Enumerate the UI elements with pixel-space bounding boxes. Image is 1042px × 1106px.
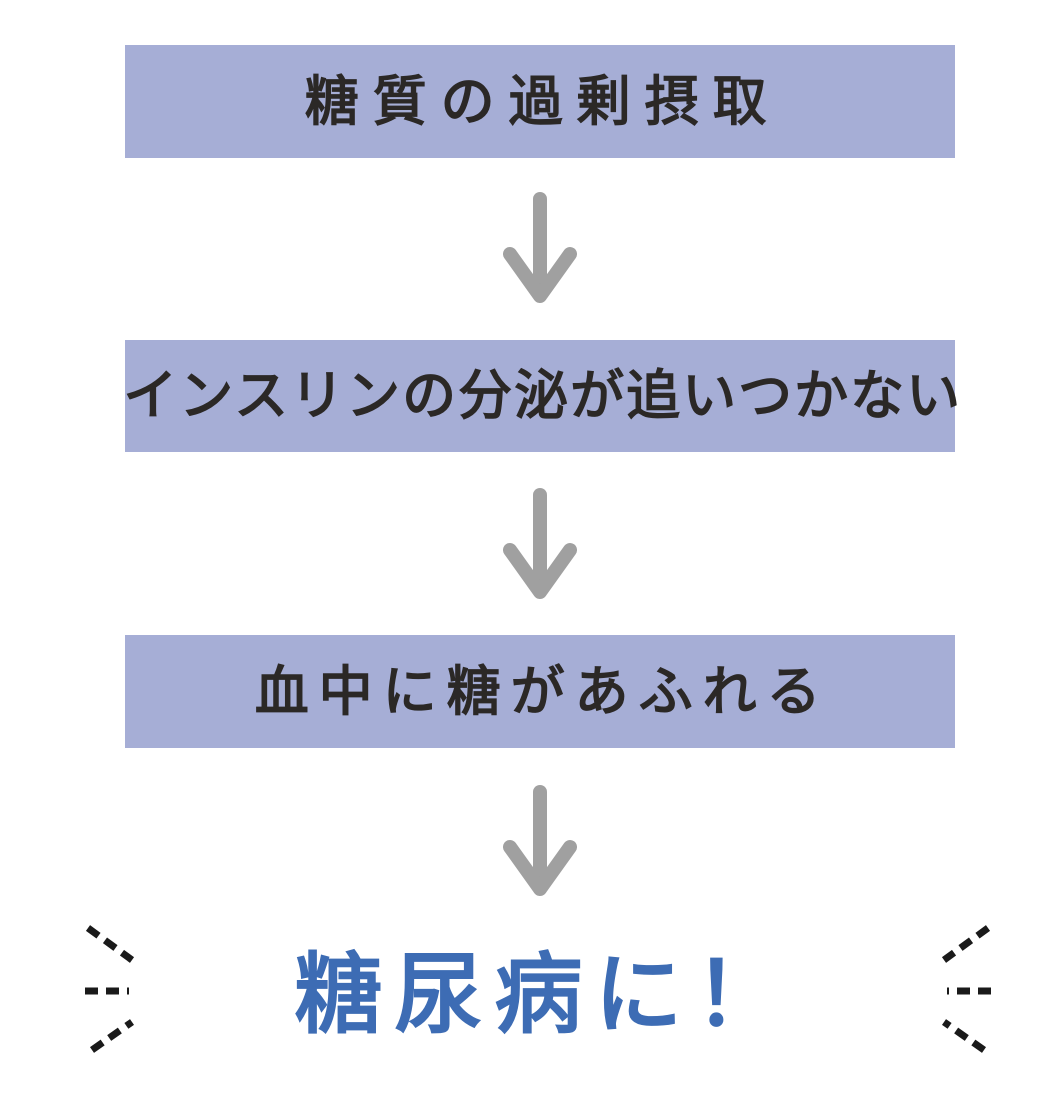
flow-step-box-3: 血中に糖があふれる [125,635,955,748]
flow-step-label-3: 血中に糖があふれる [254,659,831,723]
flow-step-label-1: 糖質の過剰摂取 [304,69,781,133]
down-arrow-icon [503,488,577,599]
flow-result-text: 糖尿病に！ [294,943,795,1046]
flow-result-line: 糖尿病に！ [125,928,955,1062]
flow-step-box-1: 糖質の過剰摂取 [125,45,955,158]
down-arrow-icon [503,785,577,896]
down-arrow-icon [503,192,577,303]
emphasis-dashes-left-icon [85,925,134,1053]
flow-step-box-2: インスリンの分泌が追いつかない [123,340,960,452]
flow-step-label-2: インスリンの分泌が追いつかない [123,364,963,427]
emphasis-dashes-right-icon [942,925,991,1053]
